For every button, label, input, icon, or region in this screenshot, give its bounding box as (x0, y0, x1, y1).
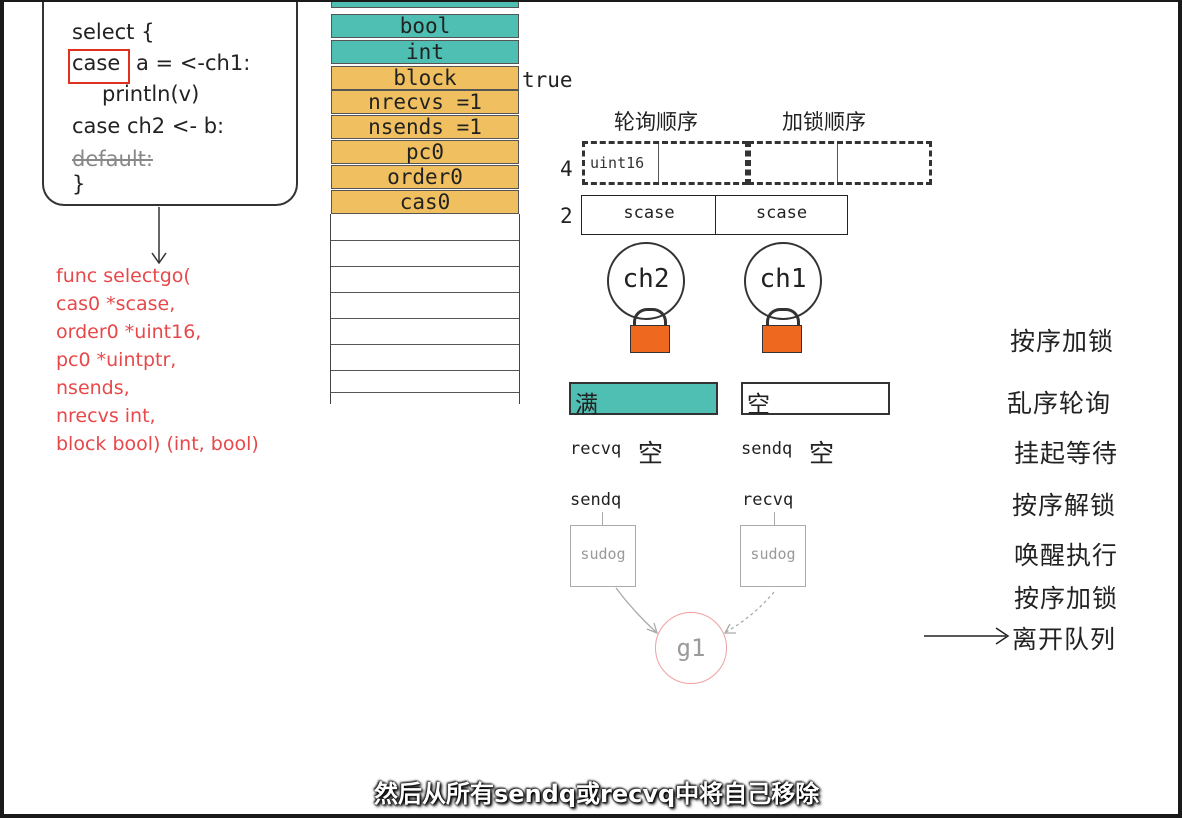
code-println: println(v) (102, 82, 200, 106)
stack-cell-block: block (331, 66, 519, 90)
ch2-sudog-box (570, 525, 636, 587)
poll-order-divider (658, 144, 659, 182)
code-recv-expr: a = <-ch1: (136, 51, 251, 75)
code-select-line: select { (72, 20, 155, 44)
stack-cell-bool: bool (331, 14, 519, 38)
code-case-keyword: case (72, 51, 121, 75)
stack-top-cell (331, 2, 519, 8)
stack-cell-nsends: nsends =1 (331, 115, 519, 139)
ch1-sendq-state: 空 (809, 439, 835, 468)
stack-cell-int: int (331, 40, 519, 64)
selectgo-line-6: nrecvs int, (56, 405, 156, 427)
ch1-buffer-state: 空 (747, 392, 770, 418)
step-7-current: 离开队列 (1012, 625, 1117, 654)
g1-label: g1 (676, 634, 706, 662)
ch2-sendq-label: sendq (570, 490, 622, 510)
count-4-label: 4 (560, 157, 573, 181)
code-default-struck: default: (72, 147, 153, 171)
g1-circle (655, 612, 727, 684)
select-code-box (42, 2, 298, 206)
ch2-sendq-link (602, 512, 603, 526)
stack-cell-pc0: pc0 (331, 140, 519, 164)
video-subtitle: 然后从所有sendq或recvq中将自己移除 (374, 780, 820, 808)
poll-order-array (582, 141, 748, 185)
ch1-recvq-link (774, 512, 775, 526)
selectgo-line-5: nsends, (56, 377, 130, 399)
uint16-label: uint16 (590, 154, 645, 172)
ch1-circle (744, 242, 822, 320)
scase-label-1: scase (623, 203, 675, 223)
selectgo-line-1: func selectgo( (56, 265, 191, 287)
ch2-recvq-state: 空 (638, 439, 664, 468)
code-close-brace: } (72, 172, 86, 196)
code-case-send: case ch2 <- b: (72, 114, 225, 138)
lock-order-label: 加锁顺序 (782, 110, 866, 134)
scase-label-2: scase (755, 203, 808, 223)
scase-box-2 (715, 195, 848, 235)
ch2-buffer-state: 满 (575, 392, 598, 418)
lock-order-divider (837, 144, 838, 182)
step-2: 乱序轮询 (1007, 389, 1112, 418)
down-arrow (151, 207, 167, 265)
current-step-arrow (924, 627, 1010, 645)
selectgo-line-4: pc0 *uintptr, (56, 349, 177, 371)
ch2-label: ch2 (622, 264, 670, 294)
stack-empty-area (330, 214, 520, 404)
ch1-recvq-label: recvq (742, 490, 794, 510)
ch2-lock-icon (630, 325, 670, 353)
step-1: 按序加锁 (1010, 327, 1115, 356)
ch2-circle (607, 242, 685, 320)
ch1-sendq-label: sendq (741, 439, 793, 459)
step-3: 挂起等待 (1014, 439, 1119, 468)
ch2-buffer-full (569, 382, 718, 415)
poll-order-label: 轮询顺序 (614, 110, 698, 134)
stack-cell-order0: order0 (331, 165, 519, 189)
ch1-sudog-box (740, 525, 806, 587)
diagram-canvas: select { case a = <-ch1: println(v) case… (4, 2, 1178, 814)
ch2-lock-shackle (633, 308, 667, 334)
step-4: 按序解锁 (1012, 491, 1117, 520)
stack-cell-nrecvs: nrecvs =1 (331, 90, 519, 114)
ch1-buffer-empty (741, 382, 890, 415)
block-true-value: true (522, 68, 573, 92)
stack-cell-cas0: cas0 (331, 190, 519, 214)
step-5: 唤醒执行 (1014, 541, 1119, 570)
ch2-sudog-label: sudog (580, 545, 626, 563)
ch1-lock-icon (762, 325, 802, 353)
step-6: 按序加锁 (1014, 584, 1119, 613)
selectgo-line-2: cas0 *scase, (56, 293, 176, 315)
selectgo-line-3: order0 *uint16, (56, 321, 202, 343)
case-highlight (68, 49, 130, 84)
selectgo-line-7: block bool) (int, bool) (56, 433, 259, 455)
ch2-recvq-label: recvq (570, 439, 622, 459)
lock-order-array (748, 141, 932, 185)
scase-box-1 (581, 195, 717, 235)
ch1-lock-shackle (766, 308, 800, 334)
count-2-label: 2 (560, 204, 573, 228)
ch1-sudog-label: sudog (750, 545, 796, 563)
ch1-label: ch1 (759, 264, 807, 294)
